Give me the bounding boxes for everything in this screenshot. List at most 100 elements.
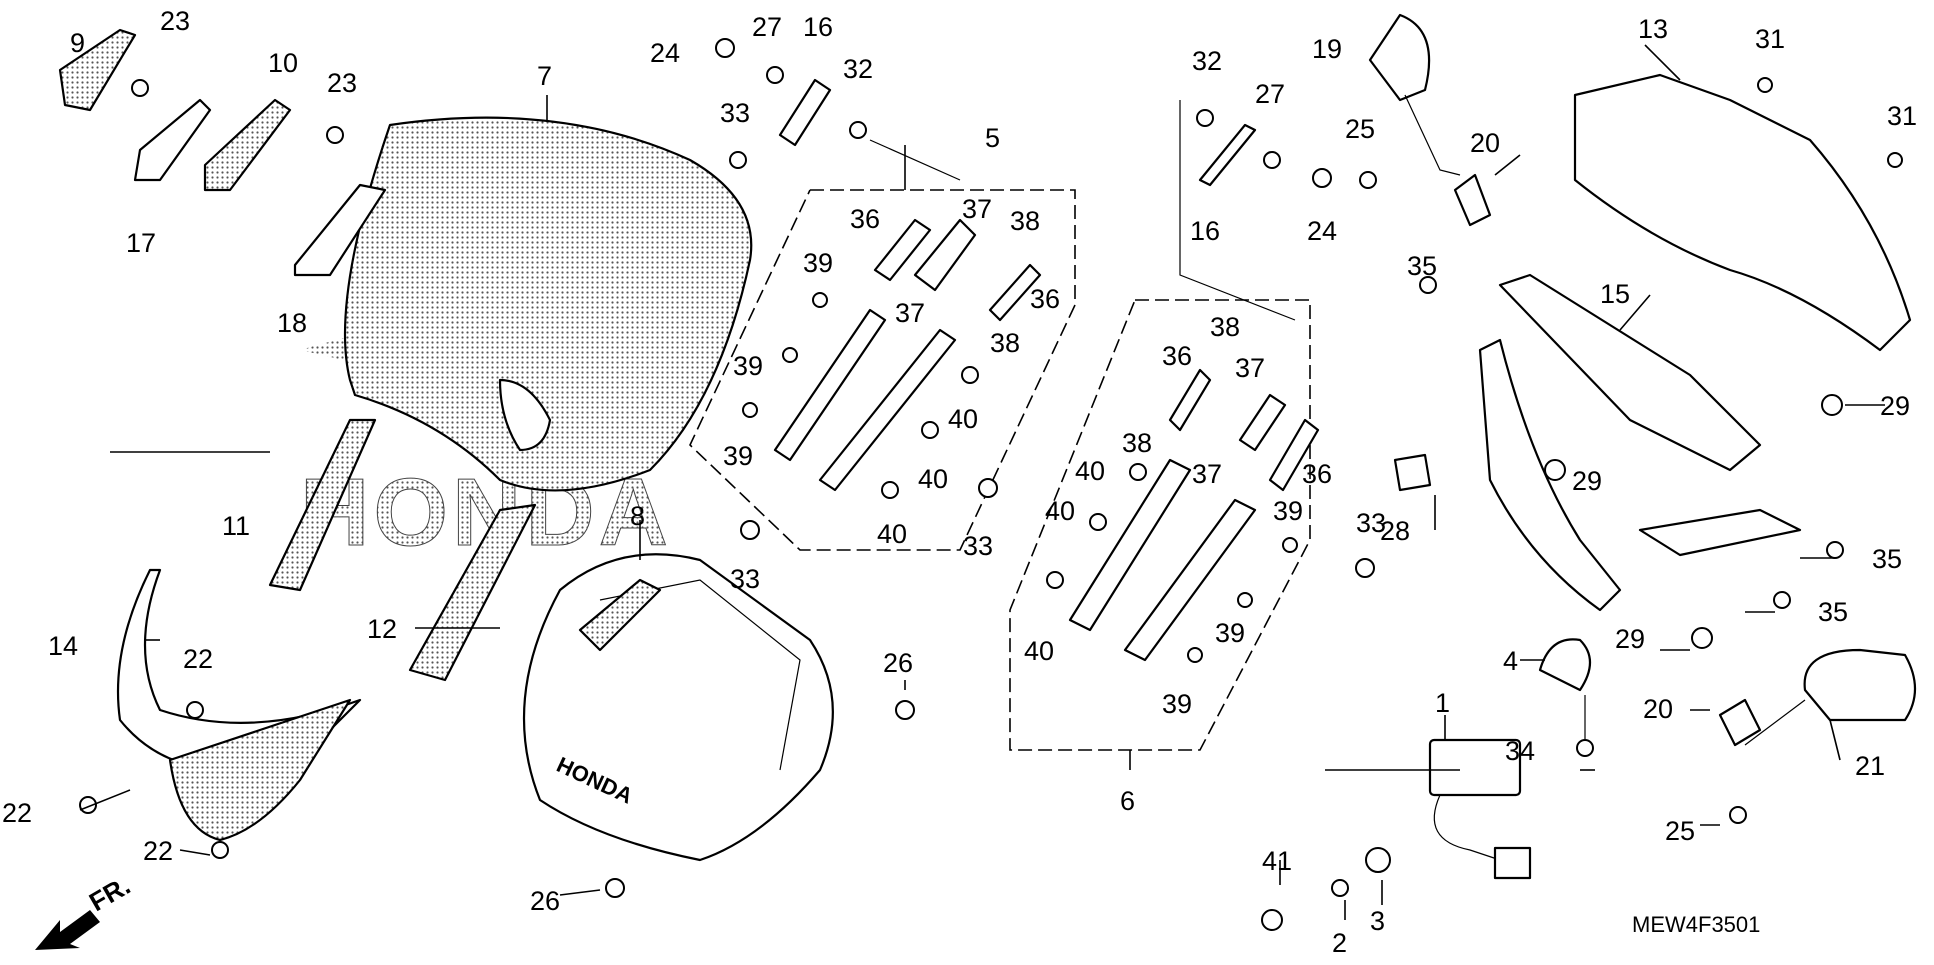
callout: 22 <box>2 798 32 828</box>
callout-numbers: 9 23 10 23 17 18 7 24 27 16 32 33 5 36 3… <box>2 6 1917 958</box>
bolt-26-b <box>605 878 625 898</box>
nut-40-d <box>1129 463 1147 481</box>
bolt-35-a <box>1419 276 1437 294</box>
bolt-33-d <box>1355 558 1375 578</box>
callout: 36 <box>1302 459 1332 489</box>
callout: 23 <box>327 68 357 98</box>
spacer-36-c <box>1168 368 1212 432</box>
bolt-39-f <box>1187 647 1203 663</box>
callout: 16 <box>1190 216 1220 246</box>
callout: 33 <box>1356 508 1386 538</box>
callout: 35 <box>1872 544 1902 574</box>
callout: 41 <box>1262 846 1292 876</box>
callout: 37 <box>962 194 992 224</box>
nut-40-f <box>1046 571 1064 589</box>
bracket-rail-right-6 <box>1123 498 1257 662</box>
callout: 12 <box>367 614 397 644</box>
bolt-39-d <box>1282 537 1298 553</box>
callout: 17 <box>126 228 156 258</box>
callout: 15 <box>1600 279 1630 309</box>
callout: 29 <box>1880 391 1910 421</box>
screw-31-b <box>1887 152 1903 168</box>
frame-15-side <box>1478 338 1622 612</box>
callout: 33 <box>720 98 750 128</box>
callout: 20 <box>1643 694 1673 724</box>
callout: 36 <box>850 204 880 234</box>
frame-15-upper <box>1498 273 1762 472</box>
bolt-39-b <box>782 347 798 363</box>
callout: 33 <box>963 531 993 561</box>
collar-32-b <box>1196 109 1214 127</box>
callout: 2 <box>1332 928 1347 958</box>
bolt-24-a <box>715 38 735 58</box>
upper-cowl-duct <box>578 578 662 652</box>
mirror-19 <box>1368 13 1431 102</box>
callout: 16 <box>803 12 833 42</box>
bracket-20-a <box>1453 173 1492 227</box>
washer-27-b <box>1263 151 1281 169</box>
callout: 29 <box>1572 466 1602 496</box>
mirror-stem <box>1404 94 1461 176</box>
callout: 39 <box>1215 618 1245 648</box>
bolt-26-a <box>895 700 915 720</box>
windscreen-vent-slot <box>498 378 552 452</box>
direction-label: FR. <box>84 870 135 917</box>
callout: 40 <box>877 519 907 549</box>
callout: 40 <box>918 464 948 494</box>
callout: 32 <box>843 54 873 84</box>
nut-40-e <box>1089 513 1107 531</box>
spacer-36-a <box>873 218 932 282</box>
bolt-41 <box>1261 909 1283 931</box>
garnish-frame-17 <box>133 98 212 182</box>
callout: 22 <box>143 836 173 866</box>
callout: 39 <box>803 248 833 278</box>
callout: 32 <box>1192 46 1222 76</box>
part-4 <box>1538 638 1592 692</box>
spacer-36-b <box>988 263 1042 322</box>
upper-cowl-8 <box>522 553 834 862</box>
nut-40-b <box>921 421 939 439</box>
callout: 31 <box>1755 24 1785 54</box>
callout: 11 <box>222 511 250 541</box>
clip-28 <box>1393 453 1432 492</box>
front-direction-arrow-icon: FR. <box>35 870 135 950</box>
callout: 39 <box>1273 496 1303 526</box>
bolt-34 <box>1576 739 1594 757</box>
bracket-20-b <box>1718 698 1762 747</box>
callout: 38 <box>1010 206 1040 236</box>
callout: 39 <box>733 351 763 381</box>
callout: 25 <box>1345 114 1375 144</box>
callout: 7 <box>537 61 552 91</box>
callout: 27 <box>752 12 782 42</box>
callout: 13 <box>1638 14 1668 44</box>
assembly-box-5 <box>689 189 1076 551</box>
callout: 26 <box>530 886 560 916</box>
bracket-rail-right <box>818 328 957 492</box>
callout: 23 <box>160 6 190 36</box>
callout: 40 <box>1075 456 1105 486</box>
mirror-21 <box>1803 648 1916 722</box>
callout: 3 <box>1370 906 1385 936</box>
screw-31-a <box>1757 77 1773 93</box>
bolt-33-b <box>740 520 760 540</box>
callout: 10 <box>268 48 298 78</box>
leader-line <box>869 139 961 181</box>
stay-16-a <box>778 78 832 147</box>
inner-cover-13 <box>1573 73 1912 352</box>
callout: 38 <box>1210 312 1240 342</box>
assembly-box-6 <box>1009 299 1311 751</box>
duct-11 <box>268 418 377 592</box>
callout: 36 <box>1030 284 1060 314</box>
garnish-9 <box>58 28 137 112</box>
reference-code: MEW4F3501 <box>1632 912 1760 937</box>
callout: 5 <box>985 123 1000 153</box>
bolt-39-a <box>812 292 828 308</box>
callout: 27 <box>1255 79 1285 109</box>
callout: 22 <box>183 644 213 674</box>
callout: 19 <box>1312 34 1342 64</box>
module-1 <box>1428 738 1522 797</box>
mirror-21-stem <box>1744 699 1806 746</box>
callout: 39 <box>723 441 753 471</box>
bolt-39-c <box>742 402 758 418</box>
